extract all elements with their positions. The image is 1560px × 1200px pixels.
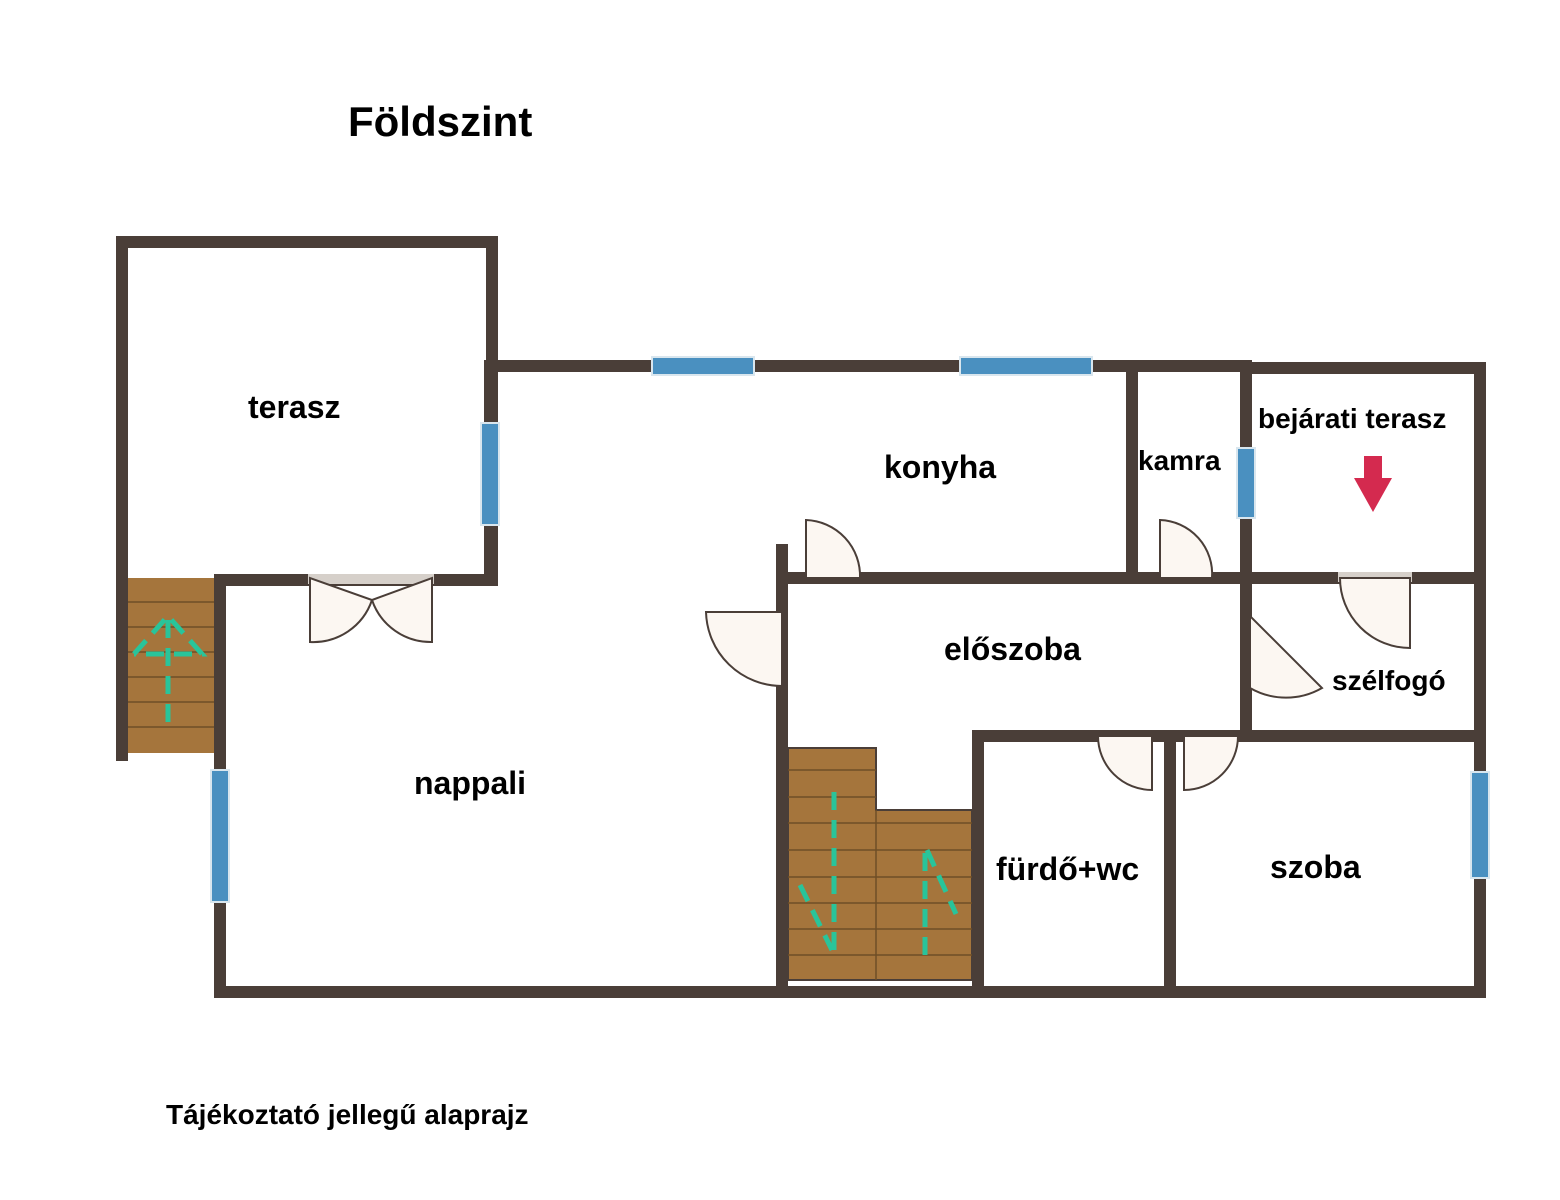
windows <box>210 356 1490 903</box>
staircase-inner <box>787 747 973 981</box>
door <box>1159 518 1214 579</box>
stair-direction-arrow <box>797 792 959 955</box>
door <box>1338 577 1411 650</box>
door <box>1096 735 1153 792</box>
room-label-szelfogo: szélfogó <box>1332 665 1446 696</box>
room-label-nappali: nappali <box>414 765 526 801</box>
window <box>1470 771 1490 879</box>
room-label-bejarati-terasz: bejárati terasz <box>1258 403 1446 434</box>
doors <box>308 518 1412 792</box>
entrance-arrow-icon <box>1354 456 1392 512</box>
door <box>1183 735 1240 792</box>
staircase-terasz <box>124 578 214 753</box>
stair-direction-arrow <box>132 612 208 722</box>
door <box>309 576 374 644</box>
door <box>1249 613 1324 699</box>
room-label-szoba: szoba <box>1270 849 1361 885</box>
window <box>1236 447 1256 519</box>
room-label-eloszoba: előszoba <box>944 631 1081 667</box>
door <box>805 518 862 579</box>
window <box>480 422 500 526</box>
room-label-kamra: kamra <box>1138 445 1221 476</box>
window <box>210 769 230 903</box>
door <box>370 576 433 644</box>
room-label-furdo-wc: fürdő+wc <box>996 851 1139 887</box>
footer-note: Tájékoztató jellegű alaprajz <box>166 1099 529 1130</box>
room-label-terasz: terasz <box>248 389 341 425</box>
door <box>704 611 783 688</box>
window <box>959 356 1093 376</box>
room-label-konyha: konyha <box>884 449 996 485</box>
window <box>651 356 755 376</box>
page-title: Földszint <box>348 98 532 145</box>
